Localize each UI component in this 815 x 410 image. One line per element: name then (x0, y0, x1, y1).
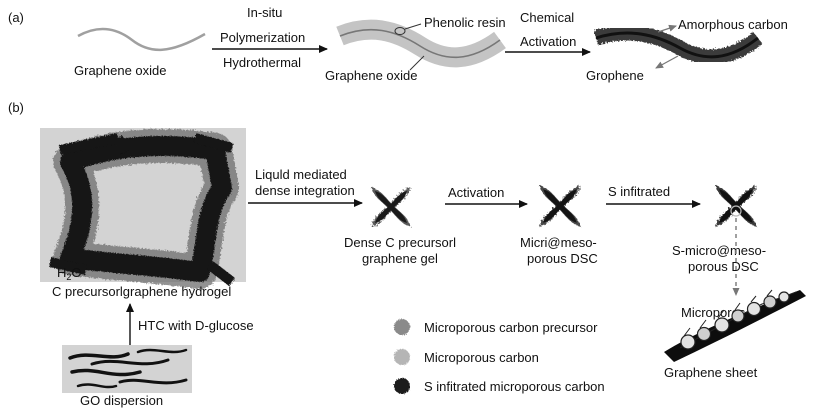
hydrogel-water-label: H2O (57, 265, 82, 282)
s-infiltrated-label: S infitrated (608, 184, 670, 199)
dense-gel-line2: graphene gel (362, 251, 438, 266)
liquid-step-line2: dense integration (255, 183, 355, 198)
graphene-oxide-pointer (409, 55, 425, 71)
amorphous-carbon-pointer (657, 24, 677, 33)
resin-pointer (404, 23, 422, 30)
legend-swatch-s-infiltrated (394, 378, 410, 394)
dense-gel-particle (371, 187, 411, 227)
activation-label-a: Activation (520, 34, 576, 49)
dsc-particle (539, 185, 581, 227)
s-dsc-particle (715, 185, 757, 227)
polymerization-label: Polymerization (220, 30, 305, 45)
hydrothermal-label: Hydrothermal (223, 55, 301, 70)
graphene-core (595, 31, 759, 59)
s-dsc-line2: porous DSC (688, 259, 759, 274)
hydrogel-network (48, 129, 239, 289)
graphene-oxide-coated-label: Graphene oxide (325, 68, 418, 83)
graphene-sheet-label: Graphene sheet (664, 365, 758, 380)
legend: Microporous carbon precursor Microporous… (394, 319, 605, 394)
graphene-sheet-illustration (664, 289, 806, 362)
htc-label: HTC with D-glucose (138, 318, 254, 333)
legend-swatch-precursor (394, 319, 410, 335)
legend-label-s-infiltrated: S infitrated microporous carbon (424, 379, 605, 394)
s-dsc-line1: S-micro@meso- (672, 243, 766, 258)
legend-label-precursor: Microporous carbon precursor (424, 320, 598, 335)
legend-label-microporous: Microporous carbon (424, 350, 539, 365)
go-flakes (68, 348, 188, 389)
go-dispersion-label: GO dispersion (80, 393, 163, 408)
amorphous-carbon-label: Amorphous carbon (678, 17, 788, 32)
panel-b-label: (b) (8, 100, 24, 115)
micropores-label: Micropores (681, 305, 746, 320)
legend-swatch-microporous (394, 349, 410, 365)
resin-highlight-circle (394, 27, 406, 35)
hydrogel-caption: C precursorlgraphene hydrogel (52, 284, 231, 299)
dsc-line1: Micri@meso- (520, 235, 597, 250)
graphene-oxide-wave (77, 27, 206, 51)
liquid-step-line1: Liquld mediated (255, 167, 347, 182)
insitu-label: In-situ (247, 5, 282, 20)
dsc-line2: porous DSC (527, 251, 598, 266)
graphene-oxide-start-label: Graphene oxide (74, 63, 167, 78)
phenolic-resin-label: Phenolic resin (424, 15, 506, 30)
activation-label-b: Activation (448, 185, 504, 200)
chemical-label: Chemical (520, 10, 574, 25)
graphene-oxide-core (339, 28, 501, 59)
graphene-pointer (655, 55, 679, 69)
panel-a-label: (a) (8, 10, 24, 25)
graphene-label: Grophene (586, 68, 644, 83)
dense-gel-line1: Dense C precursorl (344, 235, 456, 250)
